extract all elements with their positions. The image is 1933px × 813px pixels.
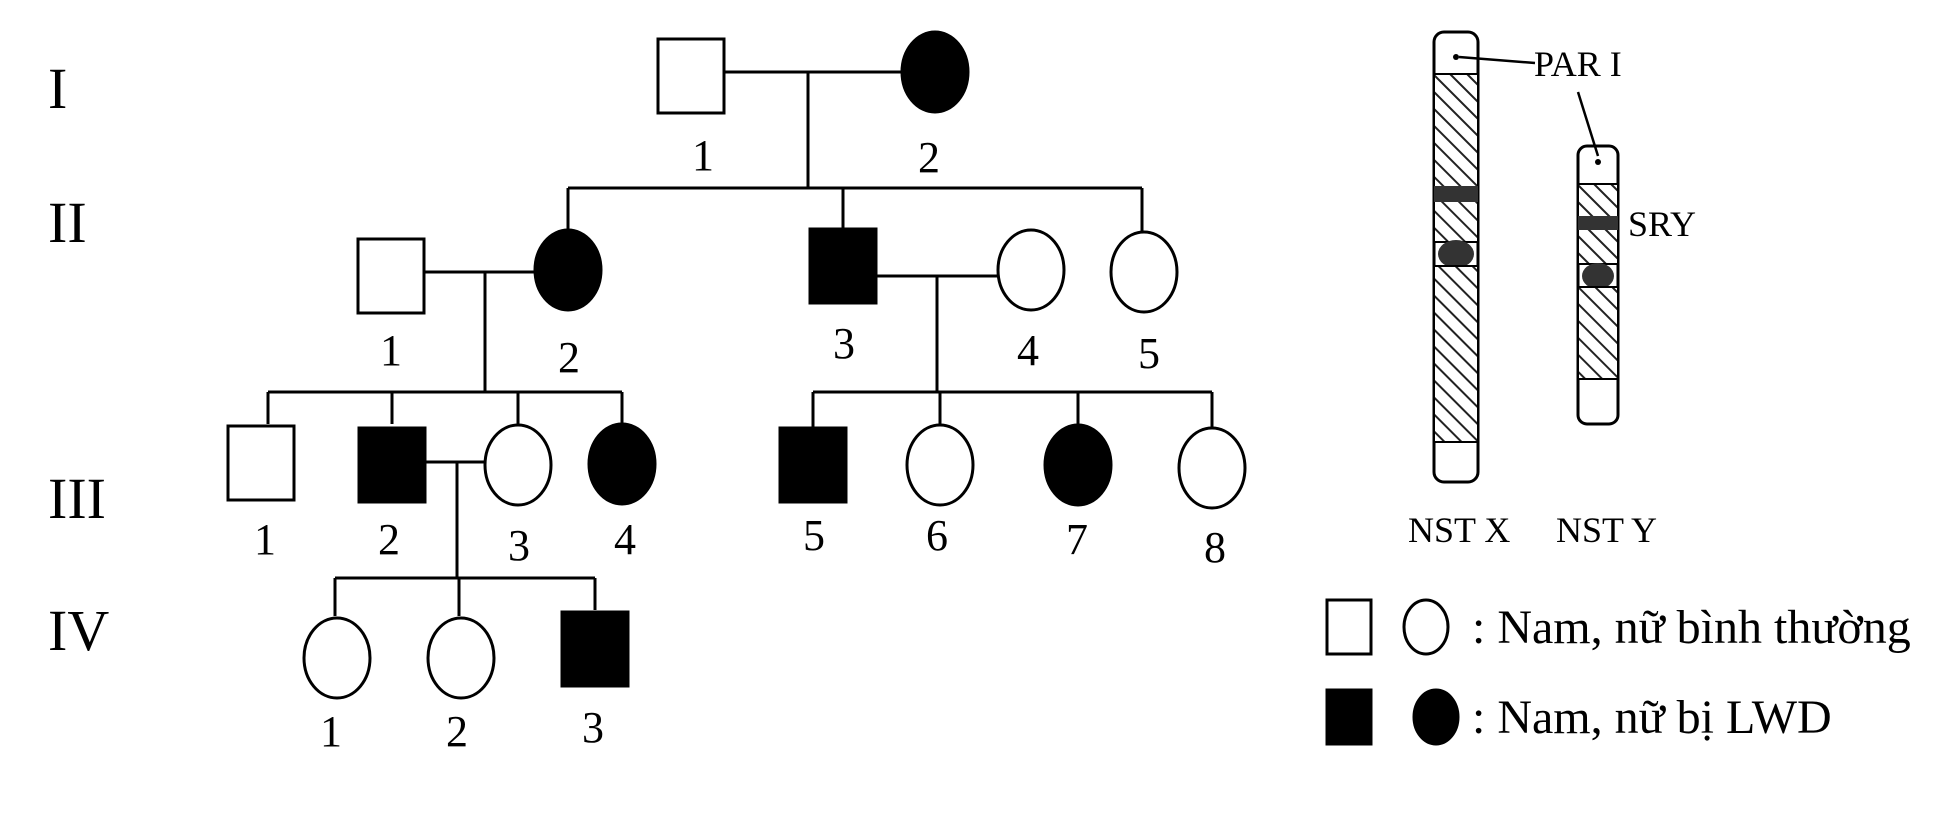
chromosome-x-centromere — [1438, 240, 1474, 268]
individual-III-4-female-affected — [587, 422, 657, 506]
chromosome-y-band — [1578, 216, 1618, 230]
label-III-4: 4 — [614, 515, 636, 564]
legend: : Nam, nữ bình thường : Nam, nữ bị LWD — [1325, 598, 1911, 746]
individual-III-3-female-normal — [483, 423, 553, 507]
chromosome-y-centromere — [1582, 263, 1614, 289]
generation-label-4: IV — [48, 598, 109, 663]
label-III-2: 2 — [378, 515, 400, 564]
label-IV-2: 2 — [446, 707, 468, 756]
chromosome-x-arm-q — [1433, 265, 1479, 443]
chromosome-y-label: NST Y — [1556, 510, 1657, 550]
individual-IV-3-male-affected — [560, 610, 630, 688]
individual-I-1-male-normal — [656, 37, 726, 115]
label-III-5: 5 — [803, 511, 825, 560]
individual-labels: 1 2 1 2 3 4 5 1 2 3 4 5 6 7 8 1 2 3 — [254, 131, 1226, 756]
individual-III-1-male-normal — [226, 424, 296, 502]
label-III-3: 3 — [508, 521, 530, 570]
legend-affected-text: : Nam, nữ bị LWD — [1472, 691, 1832, 744]
individual-III-8-female-normal — [1177, 426, 1247, 510]
label-II-3: 3 — [833, 319, 855, 368]
individual-IV-2-female-normal — [426, 616, 496, 700]
generation-label-2: II — [48, 190, 87, 255]
label-I-2: 2 — [918, 133, 940, 182]
label-II-5: 5 — [1138, 329, 1160, 378]
label-II-4: 4 — [1017, 326, 1039, 375]
par-dot-x — [1453, 54, 1459, 60]
label-I-1: 1 — [692, 131, 714, 180]
individual-II-2-female-affected — [533, 228, 603, 312]
legend-normal-male-symbol — [1325, 598, 1373, 656]
label-III-8: 8 — [1204, 523, 1226, 572]
generation-labels: I II III IV — [48, 56, 109, 663]
par-pointer-x — [1458, 55, 1536, 65]
individual-II-3-male-affected — [808, 227, 878, 305]
label-III-1: 1 — [254, 515, 276, 564]
pedigree-symbols — [226, 30, 1247, 700]
label-III-6: 6 — [926, 511, 948, 560]
par-label: PAR I — [1534, 44, 1622, 84]
individual-III-7-female-affected — [1043, 423, 1113, 507]
chromosome-y-arm-q — [1577, 286, 1619, 380]
individual-III-2-male-affected — [357, 426, 427, 504]
individual-II-5-female-normal — [1109, 230, 1179, 314]
chromosome-x-arm-p — [1433, 73, 1479, 243]
chromosome-x-band — [1434, 186, 1478, 202]
chromosome-x-label: NST X — [1408, 510, 1510, 550]
label-II-1: 1 — [380, 326, 402, 375]
individual-IV-1-female-normal — [302, 616, 372, 700]
chromosome-y — [1576, 91, 1620, 426]
sry-label: SRY — [1628, 204, 1696, 244]
individual-II-4-female-normal — [996, 228, 1066, 312]
generation-label-1: I — [48, 56, 67, 121]
legend-affected-female-symbol — [1412, 688, 1460, 746]
individual-III-6-female-normal — [905, 423, 975, 507]
legend-normal-female-symbol — [1402, 598, 1450, 656]
label-IV-1: 1 — [320, 707, 342, 756]
generation-label-3: III — [48, 466, 106, 531]
individual-I-2-female-affected — [900, 30, 970, 114]
label-II-2: 2 — [558, 333, 580, 382]
label-III-7: 7 — [1066, 515, 1088, 564]
individual-II-1-male-normal — [356, 237, 426, 315]
individual-III-5-male-affected — [778, 426, 848, 504]
par-dot-y — [1595, 159, 1601, 165]
pedigree-lines — [266, 70, 1214, 616]
label-IV-3: 3 — [582, 703, 604, 752]
par-pointer-y — [1576, 91, 1600, 157]
chromosome-x — [1432, 30, 1536, 484]
legend-affected-male-symbol — [1325, 688, 1373, 746]
legend-normal-text: : Nam, nữ bình thường — [1472, 601, 1911, 654]
